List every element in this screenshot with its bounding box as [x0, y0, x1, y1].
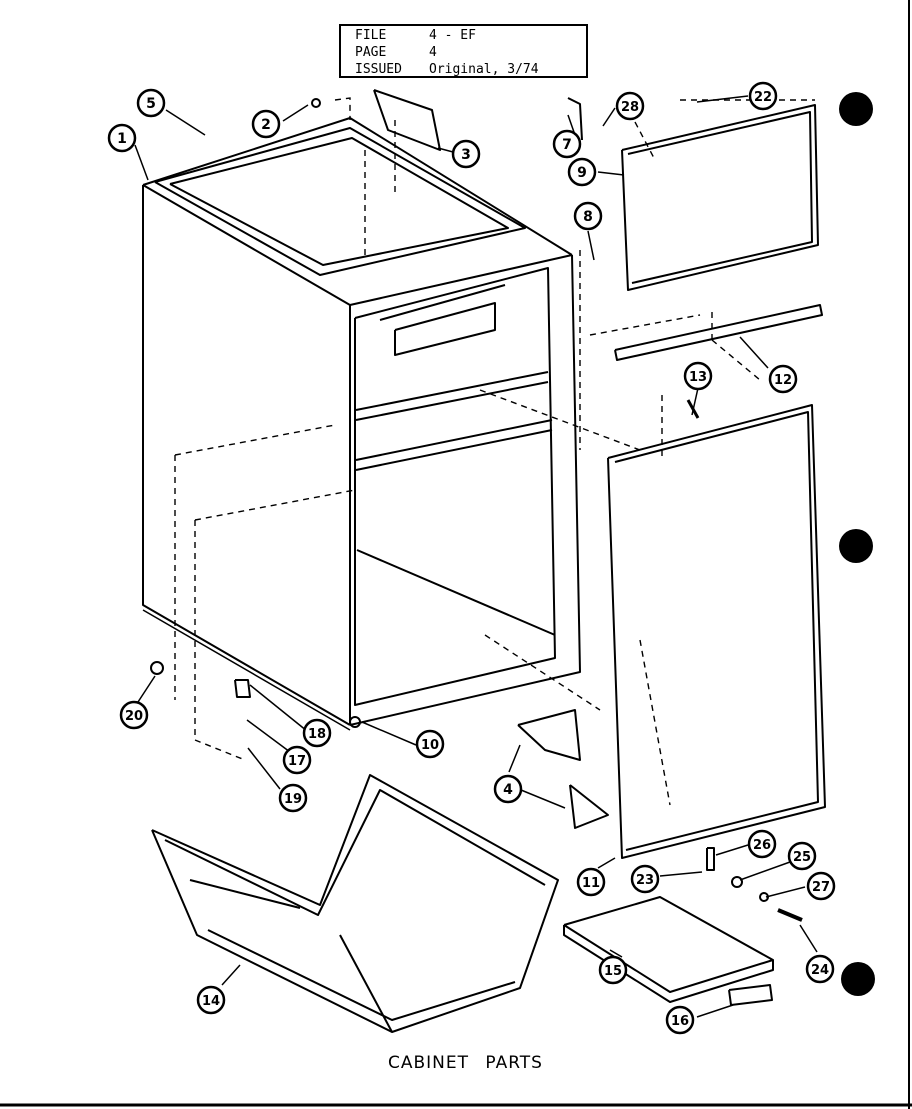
page-value: 4 [429, 45, 437, 60]
callout-4: 4 [493, 774, 523, 804]
callout-22-label: 22 [754, 90, 772, 105]
callout-14-label: 14 [202, 994, 220, 1009]
part-25-washer [731, 876, 743, 888]
callout-10-label: 10 [421, 738, 439, 753]
callout-26-label: 26 [753, 838, 771, 853]
callout-25-label: 25 [793, 850, 811, 865]
callout-2-label: 2 [261, 117, 271, 133]
callout-24-label: 24 [811, 963, 829, 978]
leader-lines [134, 95, 818, 1018]
callout-27-label: 27 [812, 880, 830, 895]
part-2-nut [311, 98, 321, 108]
callout-17: 17 [282, 745, 312, 775]
callout-3-label: 3 [461, 147, 471, 163]
callout-15: 15 [598, 955, 628, 985]
punch-hole-middle [839, 529, 873, 563]
page-row: PAGE 4 [355, 46, 437, 60]
callout-balloons: 1 2 3 5 7 28 22 9 8 12 13 20 18 17 19 10… [107, 81, 836, 1035]
part-24-bolt [777, 908, 803, 922]
callout-1: 1 [107, 123, 137, 153]
part-16-block [728, 984, 773, 1006]
part-11-door-panel [607, 404, 826, 859]
callout-12: 12 [768, 364, 798, 394]
callout-13: 13 [683, 361, 713, 391]
callout-5-label: 5 [146, 96, 156, 112]
cabinet-top-frame [154, 127, 526, 276]
assembly-guide-lines [174, 97, 815, 806]
part-10-foot [349, 716, 361, 728]
file-row: FILE 4 - EF [355, 29, 476, 43]
callout-2: 2 [251, 109, 281, 139]
part-13-screw [686, 399, 700, 419]
callout-10: 10 [415, 729, 445, 759]
punch-hole-top [839, 92, 873, 126]
file-info-box: FILE 4 - EF PAGE 4 ISSUED Original, 3/74 [339, 24, 588, 78]
callout-1-label: 1 [117, 131, 127, 147]
punch-hole-bottom [841, 962, 875, 996]
callout-25: 25 [787, 841, 817, 871]
callout-28-label: 28 [621, 100, 639, 115]
callout-20: 20 [119, 700, 149, 730]
part-3-bracket [373, 89, 441, 151]
part-4-bracket-lower [569, 784, 609, 829]
callout-18-label: 18 [308, 727, 326, 742]
callout-16: 16 [665, 1005, 695, 1035]
callout-19: 19 [278, 783, 308, 813]
callout-19-label: 19 [284, 792, 302, 807]
part-15-filter [563, 896, 774, 1003]
callout-11: 11 [576, 867, 606, 897]
callout-7: 7 [552, 129, 582, 159]
callout-13-label: 13 [689, 370, 707, 385]
callout-18: 18 [302, 718, 332, 748]
callout-9: 9 [567, 157, 597, 187]
callout-14: 14 [196, 985, 226, 1015]
callout-28: 28 [615, 91, 645, 121]
part-26-latch [706, 847, 715, 871]
callout-8: 8 [573, 201, 603, 231]
callout-22: 22 [748, 81, 778, 111]
callout-11-label: 11 [582, 876, 600, 891]
callout-17-label: 17 [288, 754, 306, 769]
callout-23: 23 [630, 864, 660, 894]
file-label: FILE [355, 28, 387, 43]
callout-23-label: 23 [636, 873, 654, 888]
callout-26: 26 [747, 829, 777, 859]
part-20-foot [150, 661, 164, 675]
callout-27: 27 [806, 871, 836, 901]
issued-value: Original, 3/74 [429, 62, 539, 77]
file-value: 4 - EF [429, 28, 476, 43]
callout-9-label: 9 [577, 165, 587, 181]
callout-15-label: 15 [604, 964, 622, 979]
callout-4-label: 4 [503, 782, 513, 798]
callout-5: 5 [136, 88, 166, 118]
issued-label: ISSUED [355, 62, 402, 77]
callout-3: 3 [451, 139, 481, 169]
issued-row: ISSUED Original, 3/74 [355, 63, 539, 77]
page-label: PAGE [355, 45, 387, 60]
diagram-caption: CABINET PARTS [388, 1053, 543, 1073]
part-4-bracket-upper [517, 709, 581, 761]
cabinet-body [142, 117, 581, 731]
part-12-strip [614, 304, 823, 361]
callout-16-label: 16 [671, 1014, 689, 1029]
callout-8-label: 8 [583, 209, 593, 225]
part-9-panel [567, 97, 819, 291]
callout-24: 24 [805, 954, 835, 984]
callout-7-label: 7 [562, 137, 572, 153]
part-17-latch [234, 679, 251, 698]
part-14-base-frame [151, 774, 559, 1033]
callout-12-label: 12 [774, 373, 792, 388]
callout-20-label: 20 [125, 709, 143, 724]
